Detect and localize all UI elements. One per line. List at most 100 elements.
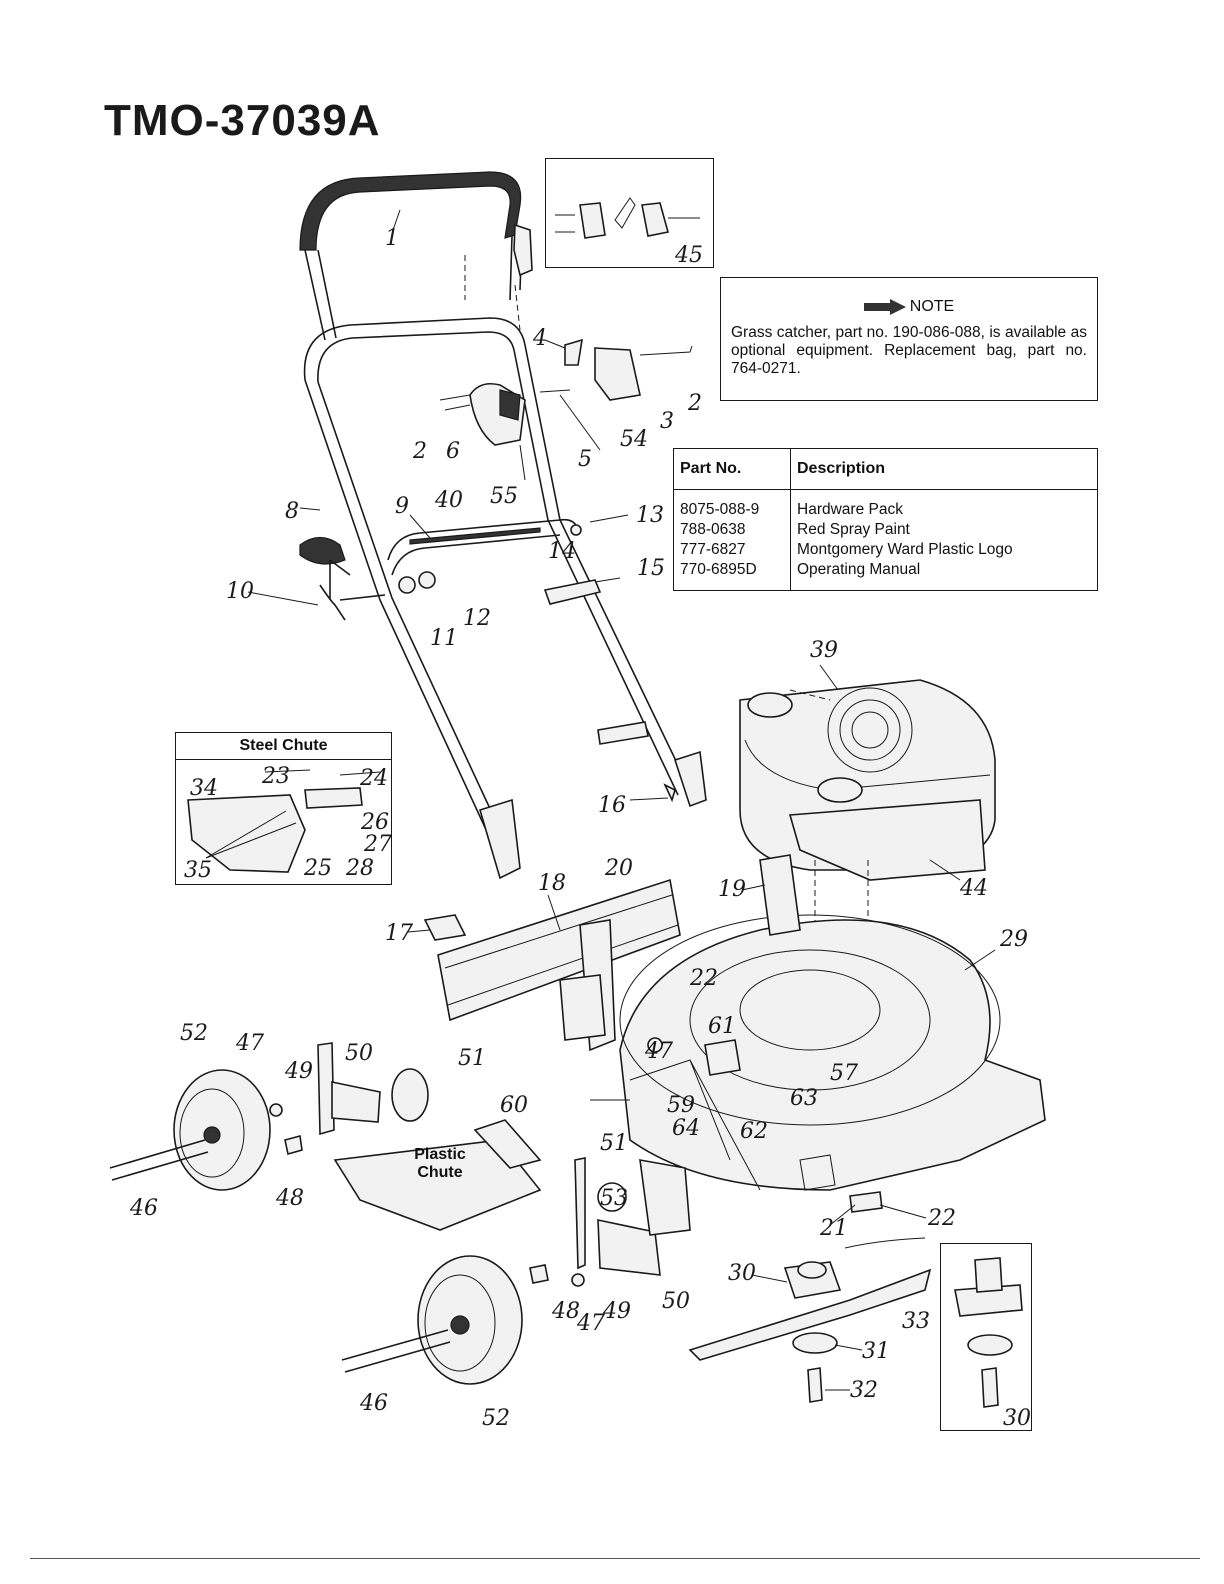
page-title: TMO-37039A bbox=[104, 96, 381, 145]
callout-label: 19 bbox=[718, 877, 746, 902]
callout-label: 60 bbox=[500, 1093, 528, 1118]
callout-label: 50 bbox=[345, 1041, 373, 1066]
mower-deck-drawing bbox=[619, 854, 1046, 1191]
part-no-cell: 770-6895D bbox=[680, 561, 757, 578]
callout-label: 3 bbox=[660, 409, 674, 434]
callout-label: 20 bbox=[604, 856, 633, 881]
callout-label: 46 bbox=[359, 1391, 388, 1416]
table-header-row: Part No. Description bbox=[673, 448, 1098, 490]
callout-label: 57 bbox=[830, 1061, 858, 1086]
inset-box-45 bbox=[545, 158, 714, 268]
callout-label: 11 bbox=[430, 626, 458, 651]
callout-label: 35 bbox=[184, 858, 212, 883]
callout-label: 14 bbox=[548, 539, 576, 564]
inset-30-drawing bbox=[954, 1257, 1023, 1408]
callout-label: 26 bbox=[360, 810, 389, 835]
part-no-list: 8075-088-9 788-0638 777-6827 770-6895D bbox=[673, 489, 791, 591]
callout-label: 39 bbox=[810, 638, 838, 663]
callout-label: 49 bbox=[284, 1059, 313, 1084]
table-row: 8075-088-9 788-0638 777-6827 770-6895D H… bbox=[673, 489, 1098, 591]
note-text: Grass catcher, part no. 190-086-088, is … bbox=[731, 324, 1087, 377]
callout-label: 27 bbox=[363, 832, 392, 857]
callout-label: 50 bbox=[662, 1289, 690, 1314]
callout-label: 52 bbox=[180, 1021, 208, 1046]
column-header-part-no: Part No. bbox=[673, 448, 791, 490]
callout-labels: 1 45 4 2 3 2 6 5 54 40 55 8 9 13 14 15 1… bbox=[129, 226, 1031, 1431]
callout-label: 47 bbox=[576, 1311, 605, 1336]
description-list: Hardware Pack Red Spray Paint Montgomery… bbox=[790, 489, 1098, 591]
plastic-chute-label: Plastic Chute bbox=[400, 1146, 480, 1182]
callout-label: 10 bbox=[226, 579, 254, 604]
callout-label: 31 bbox=[862, 1339, 890, 1364]
control-parts-drawing bbox=[439, 338, 693, 536]
lower-handle-drawing bbox=[303, 317, 707, 880]
callout-label: 2 bbox=[412, 439, 427, 464]
description-cell: Operating Manual bbox=[797, 561, 921, 578]
callout-label: 5 bbox=[578, 447, 592, 472]
callout-label: 30 bbox=[1003, 1406, 1031, 1431]
callout-label: 51 bbox=[458, 1046, 486, 1071]
callout-label: 30 bbox=[728, 1261, 756, 1286]
callout-label: 1 bbox=[385, 226, 399, 251]
plastic-chute-drawing bbox=[333, 1119, 542, 1231]
part-no-cell: 8075-088-9 bbox=[680, 501, 760, 518]
steel-chute-labels: 34 23 24 26 27 35 25 28 bbox=[184, 764, 392, 883]
plastic-chute-label-line2: Chute bbox=[417, 1164, 463, 1181]
callout-label: 48 bbox=[275, 1186, 304, 1211]
callout-label: 24 bbox=[359, 766, 388, 791]
callout-label: 6 bbox=[446, 439, 460, 464]
rear-shield-drawing bbox=[423, 878, 681, 1052]
part-no-cell: 788-0638 bbox=[680, 521, 746, 538]
description-cell: Red Spray Paint bbox=[797, 521, 910, 538]
rear-wheel-drawing bbox=[109, 1042, 429, 1191]
callout-label: 29 bbox=[999, 927, 1028, 952]
inset-45-drawing bbox=[555, 197, 700, 239]
description-cell: Montgomery Ward Plastic Logo bbox=[797, 541, 1013, 558]
callout-circle bbox=[597, 1182, 627, 1212]
callout-label: 40 bbox=[434, 488, 463, 513]
callout-label: 54 bbox=[620, 427, 648, 452]
front-wheel-drawing bbox=[341, 1157, 691, 1385]
cable-clips-drawing bbox=[543, 577, 676, 803]
callout-label: 2 bbox=[687, 391, 702, 416]
parts-table: Part No. Description 8075-088-9 788-0638… bbox=[673, 448, 1098, 591]
callout-label: 47 bbox=[235, 1031, 264, 1056]
description-cell: Hardware Pack bbox=[797, 501, 903, 518]
callout-label: 28 bbox=[345, 856, 374, 881]
inset-box-30 bbox=[940, 1243, 1032, 1431]
callout-label: 33 bbox=[902, 1309, 930, 1334]
steel-chute-title: Steel Chute bbox=[176, 733, 391, 760]
callout-label: 49 bbox=[602, 1299, 631, 1324]
callout-label: 16 bbox=[598, 793, 626, 818]
callout-label: 12 bbox=[463, 606, 491, 631]
note-heading-text: NOTE bbox=[909, 298, 955, 315]
callout-label: 34 bbox=[190, 776, 218, 801]
part-no-cell: 777-6827 bbox=[680, 541, 746, 558]
footer-divider bbox=[30, 1558, 1200, 1559]
callout-label: 25 bbox=[303, 856, 332, 881]
callout-label: 61 bbox=[708, 1014, 736, 1039]
callout-label: 22 bbox=[689, 966, 718, 991]
callout-label: 52 bbox=[482, 1406, 510, 1431]
knob-assembly-drawing bbox=[299, 536, 436, 621]
note-box: NOTE Grass catcher, part no. 190-086-088… bbox=[720, 277, 1098, 401]
blade-drawing bbox=[688, 1191, 932, 1403]
upper-handle-drawing bbox=[299, 171, 533, 341]
note-heading: NOTE bbox=[731, 298, 1087, 316]
callout-label: 23 bbox=[261, 764, 290, 789]
arrow-right-icon bbox=[863, 298, 906, 315]
callout-label: 47 bbox=[644, 1039, 673, 1064]
callout-label: 55 bbox=[490, 484, 518, 509]
plastic-chute-label-line1: Plastic bbox=[414, 1146, 466, 1163]
callout-label: 51 bbox=[600, 1131, 628, 1156]
callout-label: 46 bbox=[129, 1196, 158, 1221]
leader-lines bbox=[247, 209, 996, 1391]
callout-label: 9 bbox=[395, 494, 409, 519]
callout-label: 8 bbox=[285, 499, 299, 524]
steel-chute-drawing bbox=[187, 769, 381, 873]
engine-drawing bbox=[739, 679, 996, 1060]
callout-label: 17 bbox=[385, 921, 413, 946]
callout-label: 64 bbox=[672, 1116, 700, 1141]
callout-label: 62 bbox=[740, 1119, 768, 1144]
